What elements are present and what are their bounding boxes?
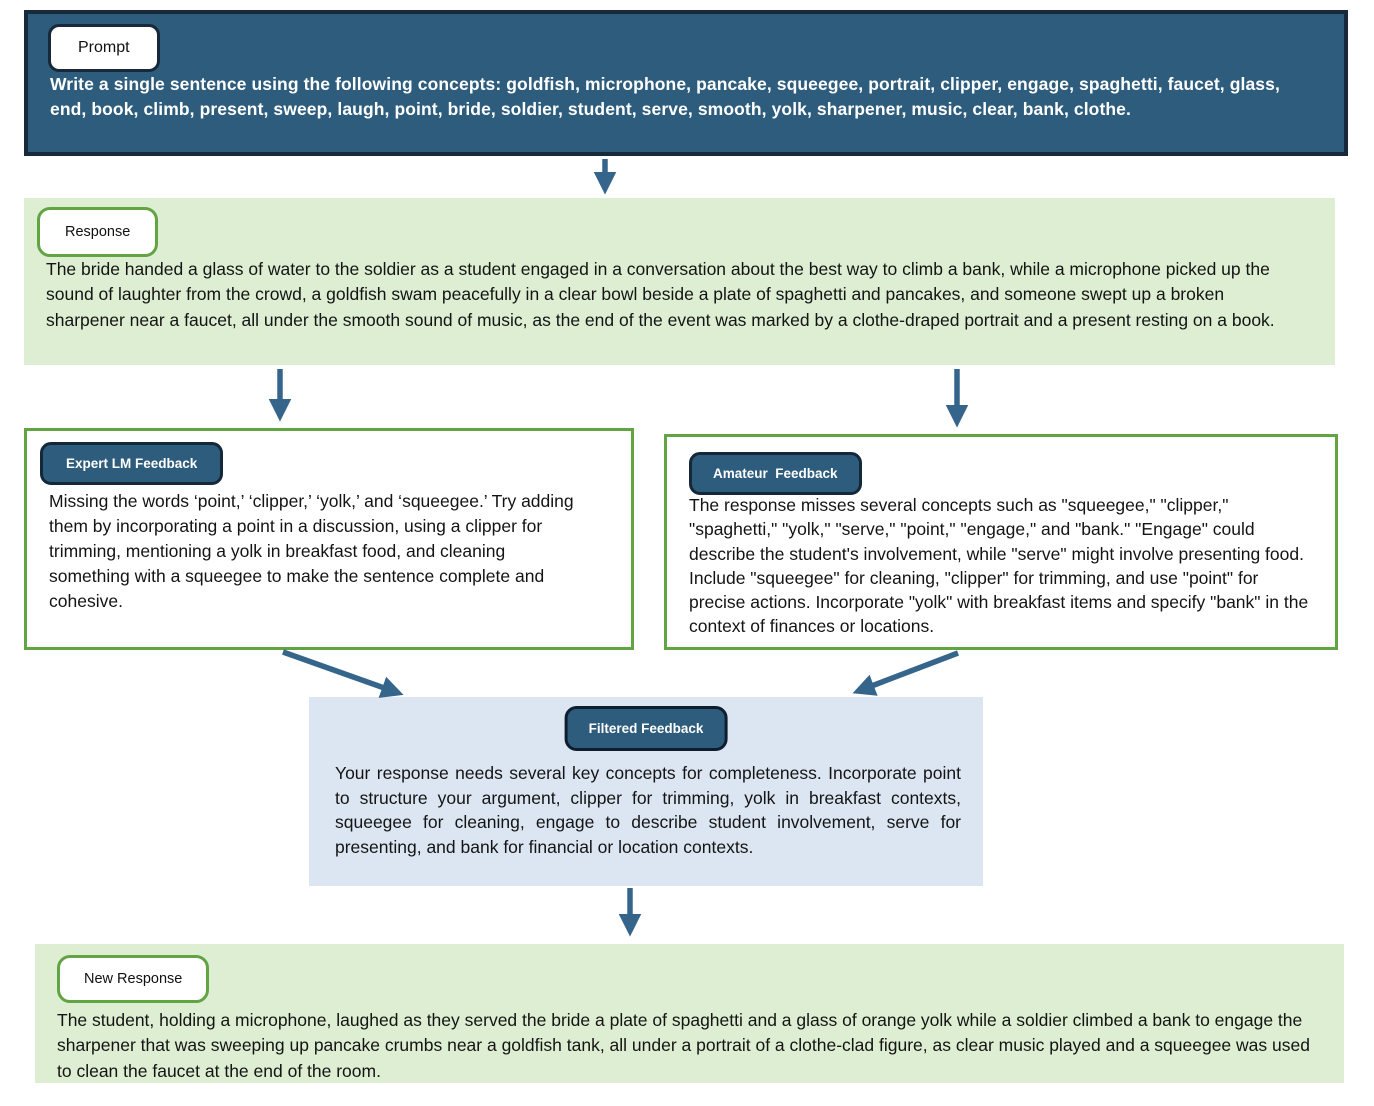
filtered-feedback-label: Filtered Feedback (564, 706, 728, 751)
expert-feedback-node: Expert LM Feedback Missing the words ‘po… (24, 428, 634, 650)
response-label: Response (37, 207, 159, 257)
response-text: The bride handed a glass of water to the… (46, 259, 1275, 330)
new-response-text: The student, holding a microphone, laugh… (57, 1010, 1310, 1081)
arrow-expert-to-filtered-icon (282, 649, 404, 698)
new-response-node: New Response The student, holding a micr… (35, 944, 1344, 1083)
prompt-label: Prompt (48, 24, 160, 72)
amateur-feedback-label: Amateur Feedback (689, 452, 862, 495)
prompt-node: Prompt Write a single sentence using the… (24, 10, 1348, 156)
expert-feedback-label: Expert LM Feedback (40, 442, 224, 485)
prompt-text: Write a single sentence using the follow… (50, 74, 1280, 119)
filtered-feedback-node: Filtered Feedback Your response needs se… (309, 697, 983, 886)
amateur-feedback-node: Amateur Feedback The response misses sev… (664, 434, 1338, 650)
new-response-label: New Response (57, 955, 210, 1003)
filtered-feedback-text: Your response needs several key concepts… (335, 763, 961, 857)
arrow-amateur-to-filtered-icon (852, 650, 959, 696)
amateur-feedback-text: The response misses several concepts suc… (689, 495, 1309, 637)
response-node: Response The bride handed a glass of wat… (24, 198, 1335, 365)
expert-feedback-text: Missing the words ‘point,’ ‘clipper,’ ‘y… (49, 491, 574, 611)
